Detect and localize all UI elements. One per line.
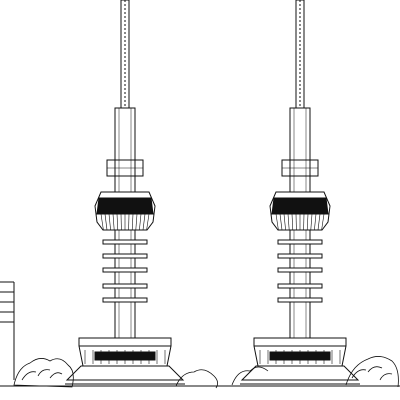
plinth: [65, 365, 185, 381]
deck-ring: [102, 253, 148, 259]
pod-rib: [142, 213, 146, 231]
deck-ring: [277, 283, 323, 289]
towers-group: [65, 0, 360, 385]
pod-rib: [146, 213, 150, 231]
deck-ring: [277, 253, 323, 259]
podium-opening: [94, 351, 156, 361]
pod-rib: [310, 213, 313, 231]
tower-left: [65, 0, 185, 385]
deck-ring: [277, 297, 323, 303]
pod-rib: [100, 213, 104, 231]
pod-rib: [317, 213, 321, 231]
pod-rib: [291, 213, 294, 231]
pod-rib: [116, 213, 119, 231]
deck-ring: [102, 267, 148, 273]
pod-rib: [112, 213, 115, 231]
pod-rib: [287, 213, 290, 231]
pod-rib: [275, 213, 279, 231]
pod-rib: [321, 213, 325, 231]
pod-rib: [306, 213, 309, 231]
deck-ring: [277, 267, 323, 273]
left-edge-structure: [0, 281, 15, 380]
pod-rib: [283, 213, 286, 231]
pod-rib: [108, 213, 111, 231]
pod-window-band: [271, 197, 329, 215]
deck-ring: [102, 297, 148, 303]
pod-window-band: [96, 197, 154, 215]
deck-ring: [102, 239, 148, 245]
pod-rib: [131, 213, 134, 231]
deck-ring: [277, 239, 323, 245]
foliage: [13, 356, 399, 389]
pod-rib: [279, 213, 283, 231]
pod-rib: [314, 213, 317, 231]
plinth: [240, 365, 360, 381]
podium-opening: [269, 351, 331, 361]
pod-rib: [135, 213, 138, 231]
deck-ring: [102, 283, 148, 289]
pod-rib: [104, 213, 108, 231]
pod-rib: [139, 213, 142, 231]
tower-right: [240, 0, 360, 385]
